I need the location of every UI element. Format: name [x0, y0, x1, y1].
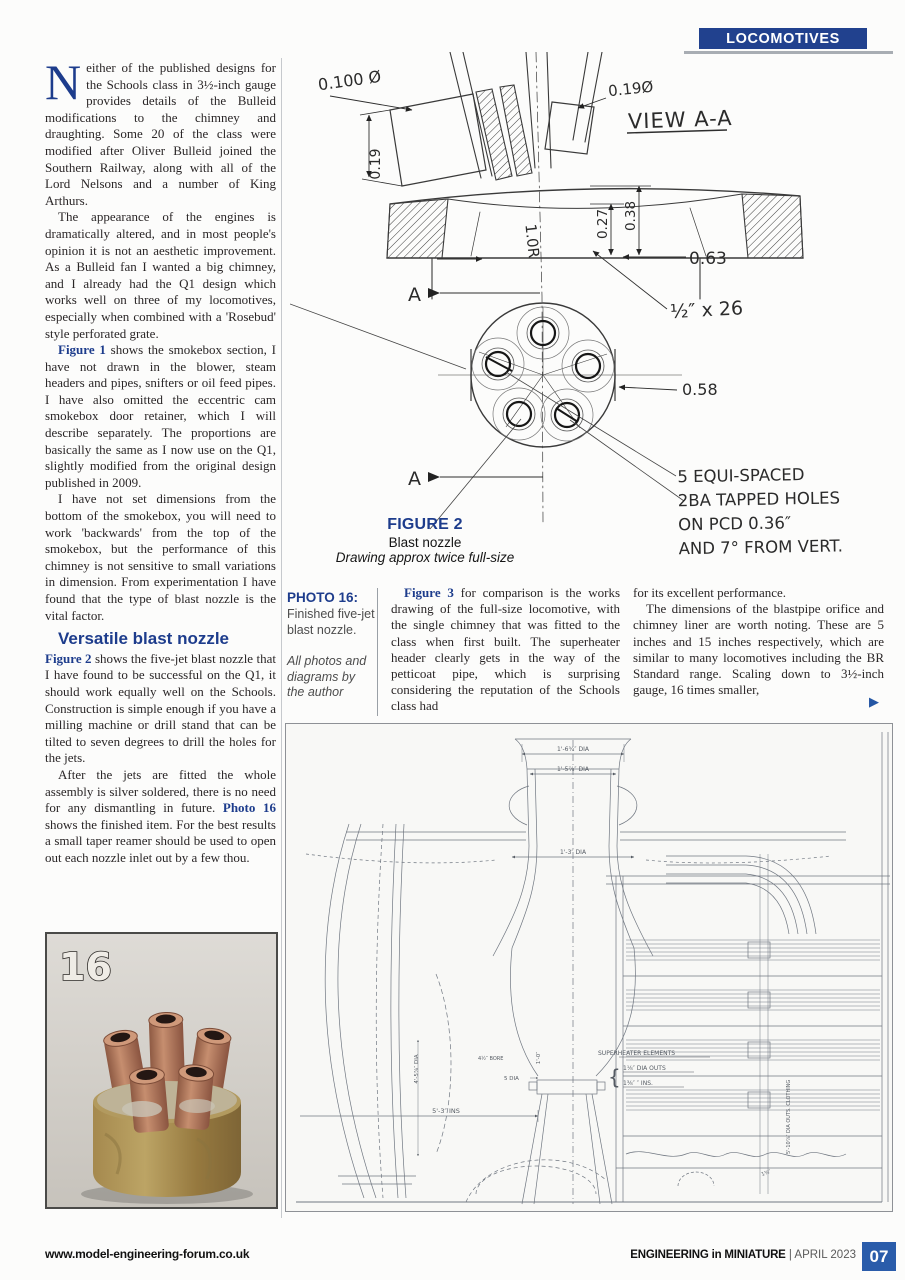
paragraph-2: The appearance of the engines is dramati… [45, 209, 276, 341]
caption-divider [377, 588, 378, 716]
dim-019: 0.19 [368, 148, 384, 179]
note-line1: 5 EQUI-SPACED [677, 465, 804, 486]
photo-number-overlay: 16 [59, 945, 112, 989]
article-center-column: Figure 3 for comparison is the works dra… [391, 585, 620, 715]
dim-019-dia: 0.19Ø [607, 78, 654, 101]
paragraph-3: Figure 1 shows the smokebox section, I h… [45, 342, 276, 490]
label-one-ft: 1'-0″ [536, 1052, 542, 1065]
figure2-dimensions: 0.100 Ø 0.19Ø VIEW A-A 0.19 0.27 0.38 1.… [317, 67, 843, 559]
figure3-labels: 1'-6¾″ DIA 1'-5⅞″ DIA 1'-3″ DIA SUPERHEA… [414, 746, 792, 1178]
dim-058: 0.58 [682, 380, 718, 399]
label-superheater: SUPERHEATER ELEMENTS [598, 1050, 675, 1057]
label-dia-top: 1'-6¾″ DIA [557, 746, 590, 753]
figure3-panel: 1'-6¾″ DIA 1'-5⅞″ DIA 1'-3″ DIA SUPERHEA… [285, 723, 893, 1212]
figure1-ref: Figure 1 [58, 342, 106, 358]
label-brace: { [608, 1065, 621, 1089]
photo16-caption-text: Finished five-jet blast nozzle. [287, 607, 375, 637]
dim-038: 0.38 [623, 201, 639, 231]
photo-credit: All photos and diagrams by the author [287, 654, 367, 699]
paragraph-right-2: The dimensions of the blastpipe orifice … [633, 601, 884, 698]
dim-thread: ½″ x 26 [669, 297, 743, 323]
footer-website: www.model-engineering-forum.co.uk [45, 1247, 250, 1261]
photo16-caption: PHOTO 16: Finished five-jet blast nozzle… [287, 590, 375, 701]
section-a-top: A [408, 284, 421, 306]
header-rule [684, 51, 893, 54]
paragraph-fig3: Figure 3 for comparison is the works dra… [391, 585, 621, 714]
label-underlines [619, 1056, 710, 1088]
figure2-caption: FIGURE 2 Blast nozzle Drawing approx twi… [330, 516, 520, 565]
issue-date: | APRIL 2023 [785, 1249, 856, 1261]
section-badge: LOCOMOTIVES [699, 28, 867, 49]
photo16-image: 16 [45, 932, 278, 1209]
label-bore: 4½″ BORE [478, 1055, 503, 1062]
paragraph-right-1: for its excellent performance. [633, 585, 787, 600]
paragraph-4: I have not set dimensions from the botto… [45, 491, 276, 623]
dim-0100: 0.100 Ø [317, 67, 383, 95]
dim-063: 0.63 [689, 249, 727, 269]
label-outs: 1⅛″ DIA OUTS [623, 1065, 666, 1072]
figure2-title: FIGURE 2 [387, 516, 463, 533]
label-dia-mid: 1'-5⅞″ DIA [557, 766, 590, 773]
nozzle-section-lines [386, 52, 804, 523]
photo16-ref: Photo 16 [222, 800, 277, 816]
figure2-drawing: 0.100 Ø 0.19Ø VIEW A-A 0.19 0.27 0.38 1.… [290, 52, 843, 559]
label-blastpipe-dia: 5 DIA [504, 1076, 519, 1082]
note-line3: ON PCD 0.36″ [678, 513, 791, 534]
page-number-badge: 07 [862, 1242, 896, 1271]
section-a-bottom: A [408, 468, 421, 490]
continue-arrow-icon: ▶ [869, 695, 879, 710]
figure2-subtitle: Blast nozzle [388, 535, 462, 550]
figure2-ref: Figure 2 [45, 650, 92, 666]
dim-10r: 1.0R [521, 223, 542, 259]
figure3-ref: Figure 3 [404, 585, 454, 600]
label-53-ins: 5'-3″ INS [432, 1107, 460, 1115]
page-number: 07 [869, 1246, 889, 1266]
article-right-column: for its excellent performance. The dimen… [633, 585, 884, 698]
label-45-dia: 4'-5⅞″ DIA [414, 1054, 420, 1083]
dim-027: 0.27 [595, 209, 611, 239]
paragraph-5: Figure 2 shows the five-jet blast nozzle… [45, 650, 277, 766]
drop-cap: N [45, 54, 82, 110]
note-line2: 2BA TAPPED HOLES [678, 488, 841, 510]
works-drawing-lines [296, 732, 890, 1205]
label-158: 1⅝″ [761, 1169, 772, 1178]
column-divider [281, 58, 282, 1218]
label-ins: 1⅜″ ″ INS. [623, 1080, 653, 1087]
note-line4: AND 7° FROM VERT. [678, 536, 843, 558]
paragraph-6: After the jets are fitted the whole asse… [45, 766, 277, 865]
footer-magazine: ENGINEERING in MINIATURE | APRIL 2023 [630, 1249, 856, 1261]
photo16-nozzle-photo: 16 [47, 934, 276, 1207]
photo16-label: PHOTO 16: [287, 590, 359, 605]
nozzle-end-view [290, 302, 685, 530]
figure2-note: Drawing approx twice full-size [335, 550, 515, 565]
section-badge-label: LOCOMOTIVES [726, 30, 840, 47]
view-aa-label: VIEW A-A [628, 106, 733, 134]
label-dia-low: 1'-3″ DIA [560, 849, 587, 856]
section-heading: Versatile blast nozzle [58, 629, 230, 649]
figure3-drawing: 1'-6¾″ DIA 1'-5⅞″ DIA 1'-3″ DIA SUPERHEA… [296, 732, 890, 1205]
label-clothing-dia: 5'-10⅞″ DIA OUTS. CLOTHING [786, 1080, 792, 1154]
magazine-name: ENGINEERING in MINIATURE [630, 1249, 786, 1261]
